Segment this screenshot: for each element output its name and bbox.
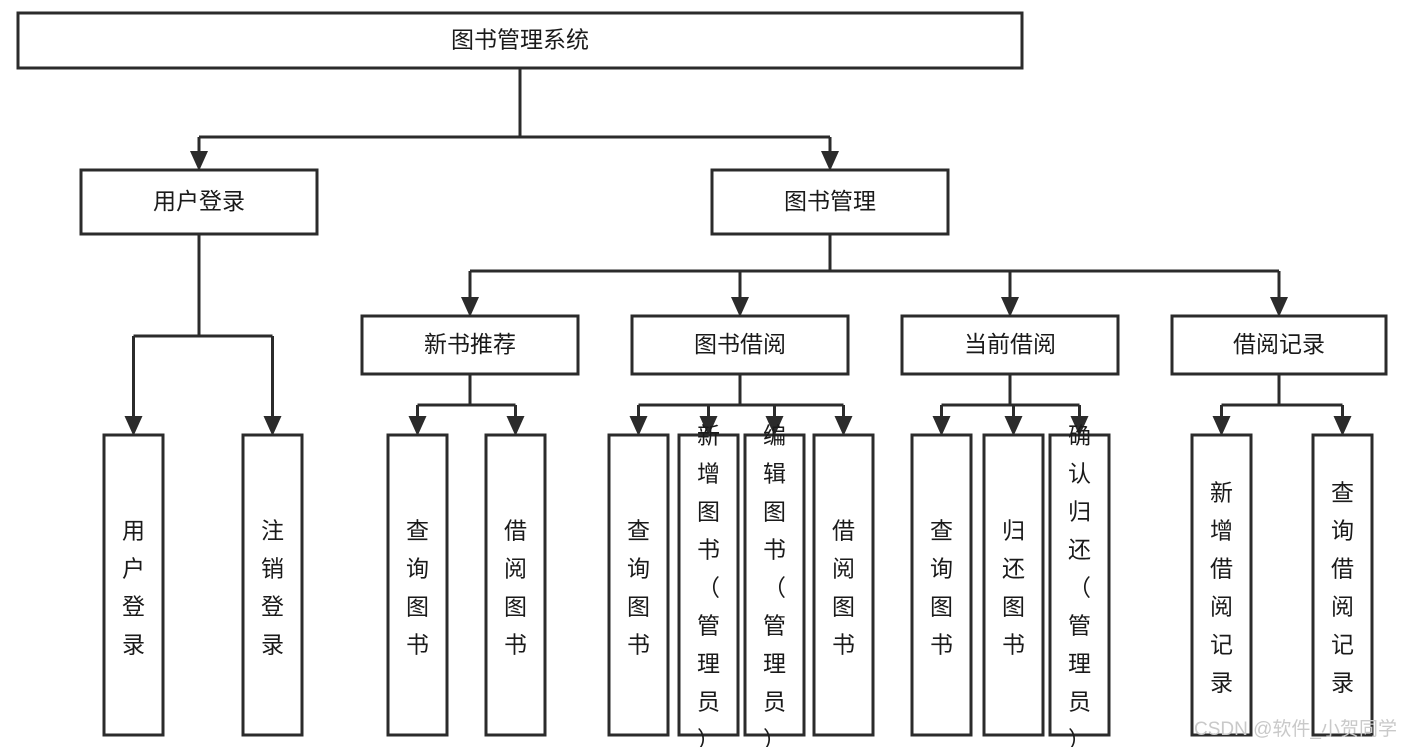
- node-borrow-record[interactable]: 借阅记录: [1170, 314, 1388, 376]
- connector-arrowhead-icon: [124, 416, 143, 436]
- node-box-book-management: [710, 168, 950, 236]
- connector-arrowhead-icon: [731, 297, 749, 317]
- node-leaf-query-book-borrow[interactable]: 查询图书: [607, 433, 670, 737]
- connector-arrowhead-icon: [1212, 416, 1231, 436]
- connector-arrowhead-icon: [765, 416, 784, 436]
- node-box-leaf-return-book: [982, 433, 1045, 737]
- connector-arrowhead-icon: [821, 151, 839, 171]
- node-box-leaf-borrow-book-recommend: [484, 433, 547, 737]
- node-box-leaf-borrow-book: [812, 433, 875, 737]
- connector-arrowhead-icon: [834, 416, 853, 436]
- node-book-management[interactable]: 图书管理: [710, 168, 950, 236]
- node-label-leaf-borrow-book-recommend: 借阅图书: [504, 518, 527, 658]
- connector-arrowhead-icon: [1004, 416, 1023, 436]
- connector-book-borrow-to-leaves: [629, 374, 853, 436]
- connector-arrowhead-icon: [1270, 297, 1288, 317]
- node-leaf-query-book-current[interactable]: 查询图书: [910, 433, 973, 737]
- node-new-book-recommend[interactable]: 新书推荐: [360, 314, 580, 376]
- connector-user-login-to-leaves: [124, 234, 282, 436]
- watermark-text: CSDN @软件_小贺同学: [1194, 719, 1397, 740]
- node-leaf-query-book-recommend[interactable]: 查询图书: [386, 433, 449, 737]
- node-label-book-borrow: 图书借阅: [694, 331, 786, 357]
- connector-arrowhead-icon: [932, 416, 951, 436]
- node-box-new-book-recommend: [360, 314, 580, 376]
- node-box-leaf-query-book-borrow: [607, 433, 670, 737]
- node-label-leaf-query-book-borrow: 查询图书: [627, 518, 650, 658]
- connector-root-to-level2: [190, 68, 839, 171]
- node-label-leaf-query-book-recommend: 查询图书: [406, 518, 429, 658]
- connector-borrow-record-to-leaves: [1212, 374, 1352, 436]
- connector-arrowhead-icon: [506, 416, 525, 436]
- node-box-leaf-confirm-return-admin: [1048, 433, 1111, 737]
- node-root[interactable]: 图书管理系统: [16, 11, 1024, 70]
- node-leaf-borrow-book[interactable]: 借阅图书: [812, 433, 875, 737]
- node-label-borrow-record: 借阅记录: [1233, 331, 1325, 357]
- node-label-leaf-user-login: 用户登录: [122, 518, 145, 658]
- connector-arrowhead-icon: [461, 297, 479, 317]
- diagram-nodes-layer: 图书管理系统用户登录图书管理新书推荐图书借阅当前借阅借阅记录用户登录注销登录查询…: [16, 11, 1388, 747]
- node-label-leaf-add-borrow-record: 新增借阅记录: [1210, 480, 1233, 696]
- node-label-leaf-query-book-current: 查询图书: [930, 518, 953, 658]
- node-box-current-borrow: [900, 314, 1120, 376]
- node-label-root: 图书管理系统: [451, 27, 589, 53]
- connector-arrowhead-icon: [263, 416, 282, 436]
- node-box-leaf-edit-book-admin: [743, 433, 806, 737]
- node-label-leaf-confirm-return-admin: 确认归还（管理员）: [1068, 423, 1091, 747]
- node-box-leaf-query-book-current: [910, 433, 973, 737]
- connector-edges-layer: [124, 68, 1352, 436]
- connector-arrowhead-icon: [190, 151, 208, 171]
- connector-book-management-to-level3: [461, 234, 1288, 317]
- node-box-leaf-add-borrow-record: [1190, 433, 1253, 737]
- node-current-borrow[interactable]: 当前借阅: [900, 314, 1120, 376]
- connector-arrowhead-icon: [408, 416, 427, 436]
- node-label-leaf-user-logout: 注销登录: [261, 518, 284, 658]
- node-label-current-borrow: 当前借阅: [964, 331, 1056, 357]
- node-box-borrow-record: [1170, 314, 1388, 376]
- connector-arrowhead-icon: [1333, 416, 1352, 436]
- node-user-login[interactable]: 用户登录: [79, 168, 319, 236]
- node-leaf-return-book[interactable]: 归还图书: [982, 433, 1045, 737]
- node-label-leaf-return-book: 归还图书: [1002, 518, 1025, 658]
- connector-arrowhead-icon: [629, 416, 648, 436]
- node-box-leaf-user-login: [102, 433, 165, 737]
- node-box-leaf-user-logout: [241, 433, 304, 737]
- node-leaf-confirm-return-admin[interactable]: 确认归还（管理员）: [1048, 423, 1111, 747]
- connector-new-book-recommend-to-leaves: [408, 374, 525, 436]
- connector-arrowhead-icon: [1001, 297, 1019, 317]
- node-box-leaf-query-borrow-record: [1311, 433, 1374, 737]
- node-label-user-login: 用户登录: [153, 188, 245, 214]
- node-leaf-query-borrow-record[interactable]: 查询借阅记录: [1311, 433, 1374, 737]
- node-label-new-book-recommend: 新书推荐: [424, 331, 516, 357]
- node-label-leaf-borrow-book: 借阅图书: [832, 518, 855, 658]
- node-label-leaf-edit-book-admin: 编辑图书（管理员）: [763, 423, 786, 747]
- node-label-book-management: 图书管理: [784, 188, 876, 214]
- node-box-user-login: [79, 168, 319, 236]
- node-box-leaf-query-book-recommend: [386, 433, 449, 737]
- node-box-book-borrow: [630, 314, 850, 376]
- node-book-borrow[interactable]: 图书借阅: [630, 314, 850, 376]
- node-leaf-edit-book-admin[interactable]: 编辑图书（管理员）: [743, 423, 806, 747]
- node-box-root: [16, 11, 1024, 70]
- connector-arrowhead-icon: [699, 416, 718, 436]
- node-leaf-user-logout[interactable]: 注销登录: [241, 433, 304, 737]
- node-leaf-add-borrow-record[interactable]: 新增借阅记录: [1190, 433, 1253, 737]
- node-label-leaf-query-borrow-record: 查询借阅记录: [1331, 480, 1354, 696]
- node-leaf-borrow-book-recommend[interactable]: 借阅图书: [484, 433, 547, 737]
- connector-current-borrow-to-leaves: [932, 374, 1089, 436]
- connector-arrowhead-icon: [1070, 416, 1089, 436]
- node-leaf-add-book-admin[interactable]: 新增图书（管理员）: [677, 423, 740, 747]
- node-box-leaf-add-book-admin: [677, 433, 740, 737]
- node-label-leaf-add-book-admin: 新增图书（管理员）: [697, 423, 720, 747]
- node-leaf-user-login[interactable]: 用户登录: [102, 433, 165, 737]
